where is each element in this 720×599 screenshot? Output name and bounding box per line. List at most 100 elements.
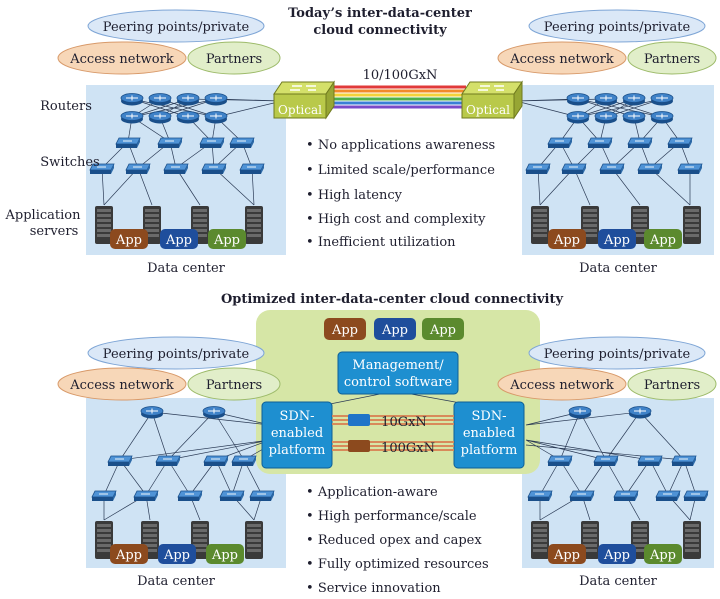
cloud-partners: Partners (627, 367, 717, 401)
link-10g: 10GxN (332, 414, 454, 430)
switch-icon (637, 455, 663, 467)
router-icon (148, 111, 172, 124)
bullet-item: • No applications awareness (306, 138, 495, 153)
switch-icon (155, 455, 181, 467)
switch-icon (91, 490, 117, 502)
svg-text:App: App (115, 233, 142, 248)
router-icon (176, 93, 200, 106)
svg-text:platform: platform (461, 443, 518, 458)
svg-text:Optical: Optical (466, 103, 510, 117)
svg-text:enabled: enabled (463, 426, 515, 441)
svg-text:Peering points/private: Peering points/private (103, 20, 250, 35)
bottom-title: Optimized inter-data-center cloud connec… (221, 292, 564, 307)
switch-icon (527, 490, 553, 502)
switch-icon (667, 137, 693, 149)
cloud-access-network: Access network (57, 41, 187, 75)
router-icon (594, 111, 618, 124)
switch-icon (201, 163, 227, 175)
svg-text:SDN-: SDN- (471, 409, 506, 424)
router-icon (202, 406, 226, 419)
router-icon (650, 93, 674, 106)
bullet-item: • Limited scale/performance (306, 163, 495, 178)
svg-text:App: App (553, 548, 580, 563)
svg-text:SDN-: SDN- (279, 409, 314, 424)
svg-text:App: App (649, 548, 676, 563)
router-icon (140, 406, 164, 419)
cloud-access-network: Access network (57, 367, 187, 401)
router-icon (148, 93, 172, 106)
switch-icon (133, 490, 159, 502)
router-icon (628, 406, 652, 419)
app-badge: App (644, 544, 682, 564)
switch-icon (593, 455, 619, 467)
svg-text:platform: platform (269, 443, 326, 458)
app-badge: App (422, 318, 464, 340)
svg-text:control software: control software (344, 375, 453, 390)
switch-icon (627, 137, 653, 149)
app-badge: App (644, 229, 682, 249)
switch-icon (115, 137, 141, 149)
svg-text:App: App (211, 548, 238, 563)
bullet-item: • Reduced opex and capex (306, 533, 482, 548)
switch-icon (677, 163, 703, 175)
cloud-partners: Partners (187, 41, 281, 75)
router-icon (566, 93, 590, 106)
router-icon (650, 111, 674, 124)
cloud-partners: Partners (187, 367, 281, 401)
optical-link (332, 85, 466, 109)
app-badge: App (110, 229, 148, 249)
switch-icon (199, 137, 225, 149)
optical-switch-left: Optical (273, 81, 335, 119)
svg-text:App: App (649, 233, 676, 248)
svg-text:Partners: Partners (644, 52, 700, 67)
switch-icon (203, 455, 229, 467)
cloud-peering: Peering points/private (528, 336, 706, 370)
link-capacity-label: 10/100GxN (363, 68, 438, 83)
svg-text:Access network: Access network (69, 378, 174, 393)
server-icon (531, 521, 549, 559)
switch-icon (249, 490, 275, 502)
router-icon (204, 111, 228, 124)
svg-text:Optical: Optical (278, 103, 322, 117)
svg-text:Access network: Access network (509, 52, 614, 67)
switch-icon (219, 490, 245, 502)
cloud-peering: Peering points/private (528, 9, 706, 43)
app-badge: App (160, 229, 198, 249)
app-badge: App (208, 229, 246, 249)
routers-label: Routers (40, 99, 92, 114)
server-icon (683, 206, 701, 244)
data-center-label: Data center (579, 574, 658, 589)
svg-text:App: App (553, 233, 580, 248)
cloud-access-network: Access network (497, 367, 627, 401)
router-icon (120, 93, 144, 106)
bottom-bullet-list: • Application-aware • High performance/s… (306, 485, 489, 596)
app-badge: App (206, 544, 244, 564)
svg-text:Partners: Partners (206, 378, 262, 393)
bullet-item: • Application-aware (306, 485, 438, 500)
top-right-data-center: Peering points/private Access network Pa… (497, 9, 717, 276)
bullet-item: • High performance/scale (306, 509, 477, 524)
app-badge: App (324, 318, 366, 340)
sdn-platform-left: SDN- enabled platform (261, 401, 333, 469)
bullet-item: • High latency (306, 188, 403, 203)
switch-icon (569, 490, 595, 502)
svg-text:Peering points/private: Peering points/private (544, 20, 691, 35)
switch-icon (683, 490, 709, 502)
link-100g: 100GxN (332, 440, 454, 456)
app-badge: App (110, 544, 148, 564)
data-center-label: Data center (147, 261, 226, 276)
router-icon (568, 406, 592, 419)
app-badge: App (548, 229, 586, 249)
top-title-line1: Today’s inter-data-center (288, 6, 472, 21)
svg-text:Peering points/private: Peering points/private (544, 347, 691, 362)
sdn-platform-right: SDN- enabled platform (453, 401, 525, 469)
network-links (515, 98, 691, 206)
management-control-software: Management/ control software (337, 351, 459, 395)
router-icon (594, 93, 618, 106)
top-left-data-center: Peering points/private Access network Pa… (57, 9, 286, 276)
switch-icon (561, 163, 587, 175)
switch-icon (107, 455, 133, 467)
data-center-panel (522, 398, 714, 568)
bullet-item: • High cost and complexity (306, 212, 486, 227)
svg-text:App: App (603, 233, 630, 248)
